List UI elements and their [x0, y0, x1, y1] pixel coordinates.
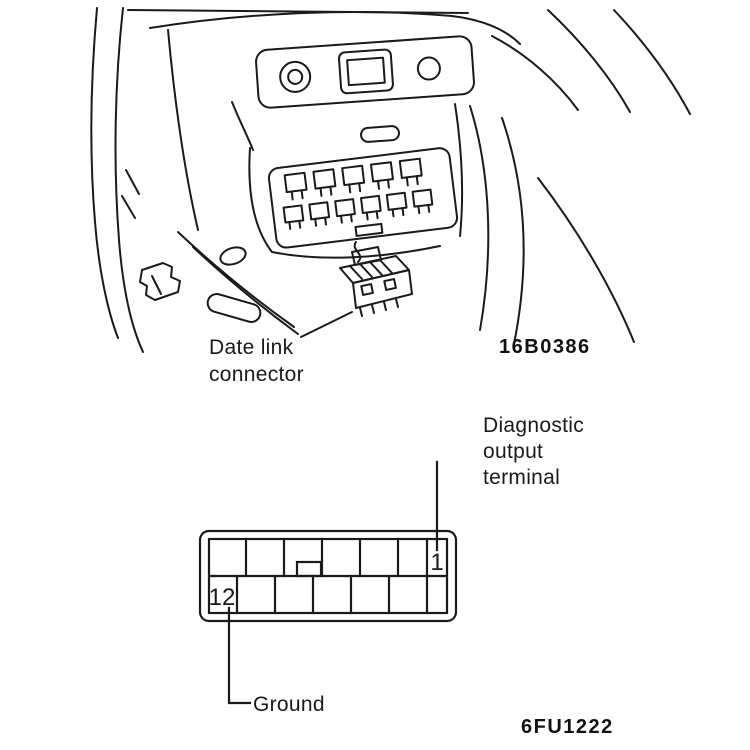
- control-panel: [255, 35, 475, 109]
- lower-bracket: [206, 293, 262, 323]
- connector-outer-housing: [198, 529, 458, 623]
- striker-bracket: [139, 262, 181, 301]
- figure-code-upper: 16B0386: [499, 336, 591, 358]
- diagnostic-label-line-2: output: [483, 440, 544, 463]
- diagnostic-output-terminal-label: Diagnostic output terminal: [483, 413, 584, 491]
- connector-cable: [353, 241, 362, 263]
- connector-pinout-diagram: 1 12: [198, 460, 458, 705]
- dash-trim-panel: [248, 147, 441, 259]
- callout-leader-line: [300, 311, 353, 338]
- pin-12-number: 12: [209, 584, 236, 611]
- data-link-connector-drawing: [339, 246, 413, 317]
- dash-outline-left: [167, 29, 199, 231]
- small-knob-icon: [416, 56, 441, 81]
- grommet-icon: [219, 246, 247, 266]
- pin-1-number: 1: [430, 549, 443, 576]
- diagnostic-label-line-1: Diagnostic: [483, 414, 585, 437]
- top-row-cavities: [244, 537, 429, 578]
- vent-slot: [360, 125, 400, 143]
- ground-label: Ground: [253, 693, 325, 716]
- knob-icon: [279, 60, 312, 93]
- callout-line-1: Date link: [209, 336, 294, 359]
- panel-lower-line: [231, 101, 254, 151]
- diagnostic-label-line-3: terminal: [483, 466, 561, 489]
- dash-outline-top: [149, 11, 521, 45]
- keying-tab: [295, 560, 323, 578]
- dash-outline-right: [454, 103, 464, 237]
- pin12-leader-line: [227, 606, 252, 705]
- callout-line-2: connector: [209, 363, 304, 386]
- door-pillar: [90, 7, 144, 353]
- console-curves: [469, 9, 691, 345]
- fuse-box: [267, 147, 459, 249]
- under-dash-trim: [177, 231, 299, 335]
- dashboard-illustration: [90, 7, 691, 353]
- data-link-connector-callout: Date link connector: [209, 334, 304, 388]
- display-bezel: [337, 48, 394, 95]
- bottom-row-cavities: [235, 574, 429, 615]
- figure-code-lower: 6FU1222: [521, 716, 614, 738]
